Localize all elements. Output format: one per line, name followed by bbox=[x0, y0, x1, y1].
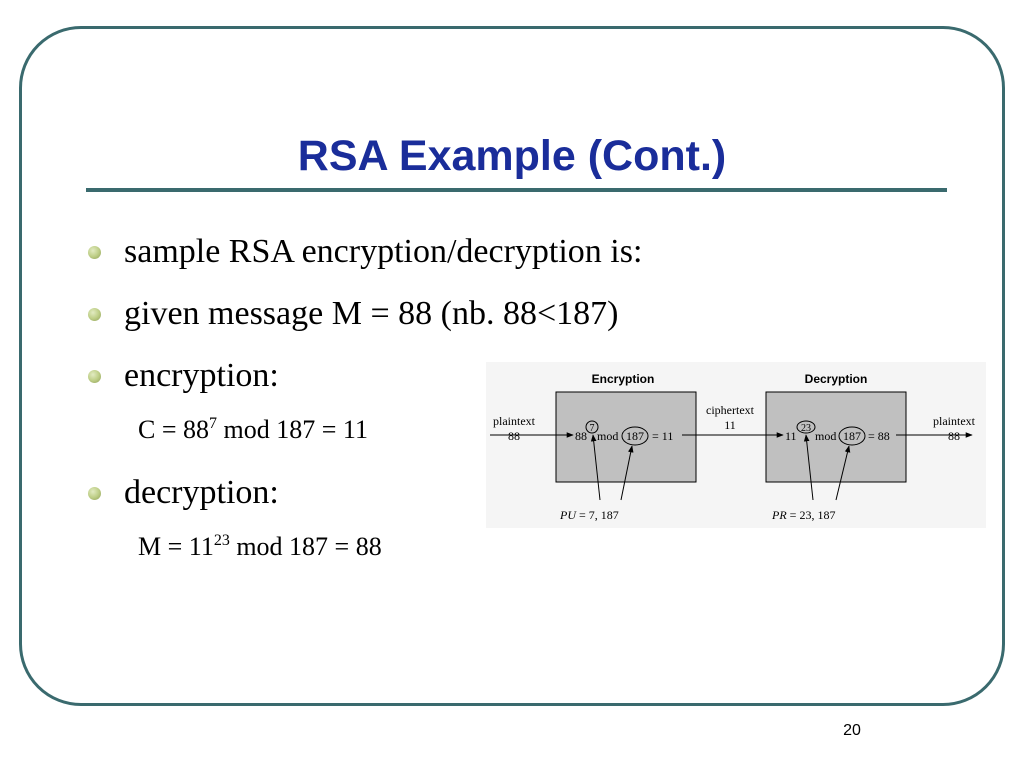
pr-key-name: PR bbox=[771, 508, 787, 522]
pr-exponent-arrow bbox=[803, 434, 814, 501]
encryption-header: Encryption bbox=[592, 372, 655, 386]
bullet-item: encryption: bbox=[88, 356, 279, 396]
equation-base: C = 88 bbox=[138, 415, 210, 444]
pr-label: PR = 23, 187 bbox=[771, 508, 835, 522]
enc-exponent: 7 bbox=[590, 423, 595, 434]
bullet-text: given message M = 88 (nb. 88<187) bbox=[124, 295, 619, 332]
pu-exponent-arrow bbox=[590, 434, 601, 501]
dec-result: = 88 bbox=[868, 429, 890, 443]
dec-modulus: 187 bbox=[843, 429, 861, 443]
enc-modulus: 187 bbox=[626, 429, 644, 443]
bullet-item: given message M = 88 (nb. 88<187) bbox=[88, 294, 618, 334]
enc-exponent-circle bbox=[585, 420, 599, 434]
pu-key-values: = 7, 187 bbox=[576, 508, 619, 522]
rsa-diagram-svg: Encryption Decryption plaintext 88 88 7 … bbox=[490, 372, 976, 522]
slide-frame bbox=[19, 26, 1005, 706]
bullet-text: encryption: bbox=[124, 357, 279, 394]
equation-exponent: 7 bbox=[209, 415, 218, 432]
plaintext-in-value: 88 bbox=[508, 429, 520, 443]
page-number: 20 bbox=[843, 722, 861, 739]
enc-result: = 11 bbox=[652, 429, 673, 443]
encryption-equation: C = 887 mod 187 = 11 bbox=[138, 415, 368, 445]
equation-tail: mod 187 = 11 bbox=[217, 415, 368, 444]
enc-mod-text: mod bbox=[597, 429, 618, 443]
bullet-text: sample RSA encryption/decryption is: bbox=[124, 233, 643, 270]
dec-mod-text: mod bbox=[815, 429, 836, 443]
bullet-item: decryption: bbox=[88, 473, 279, 513]
bullet-text: decryption: bbox=[124, 474, 279, 511]
bullet-dot-icon bbox=[88, 486, 101, 500]
decryption-equation: M = 1123 mod 187 = 88 bbox=[138, 532, 382, 562]
bullet-dot-icon bbox=[88, 307, 101, 321]
enc-modulus-circle bbox=[621, 426, 649, 446]
pr-modulus-arrow bbox=[835, 445, 851, 501]
ciphertext-value: 11 bbox=[724, 418, 736, 432]
ciphertext-label: ciphertext bbox=[706, 403, 755, 417]
pr-key-values: = 23, 187 bbox=[787, 508, 836, 522]
plaintext-out-label: plaintext bbox=[933, 414, 976, 428]
bullet-dot-icon bbox=[88, 369, 101, 383]
enc-input-value: 88 bbox=[575, 429, 587, 443]
dec-modulus-circle bbox=[838, 426, 866, 446]
dec-exponent-circle bbox=[796, 420, 816, 434]
equation-exponent: 23 bbox=[213, 532, 230, 549]
dec-input-value: 11 bbox=[785, 429, 797, 443]
equation-tail: mod 187 = 88 bbox=[229, 532, 382, 561]
title-underline bbox=[86, 188, 947, 192]
equation-base: M = 11 bbox=[138, 532, 214, 561]
pu-key-name: PU bbox=[559, 508, 577, 522]
rsa-diagram: Encryption Decryption plaintext 88 88 7 … bbox=[486, 362, 986, 528]
decryption-box bbox=[765, 391, 907, 483]
encryption-box bbox=[555, 391, 697, 483]
plaintext-in-label: plaintext bbox=[493, 414, 536, 428]
slide-title: RSA Example (Cont.) bbox=[297, 132, 727, 180]
pu-label: PU = 7, 187 bbox=[559, 508, 619, 522]
decryption-header: Decryption bbox=[805, 372, 868, 386]
pu-modulus-arrow bbox=[620, 445, 634, 501]
dec-exponent: 23 bbox=[801, 423, 811, 434]
plaintext-out-value: 88 bbox=[948, 429, 960, 443]
bullet-dot-icon bbox=[88, 245, 101, 259]
bullet-item: sample RSA encryption/decryption is: bbox=[88, 232, 642, 272]
